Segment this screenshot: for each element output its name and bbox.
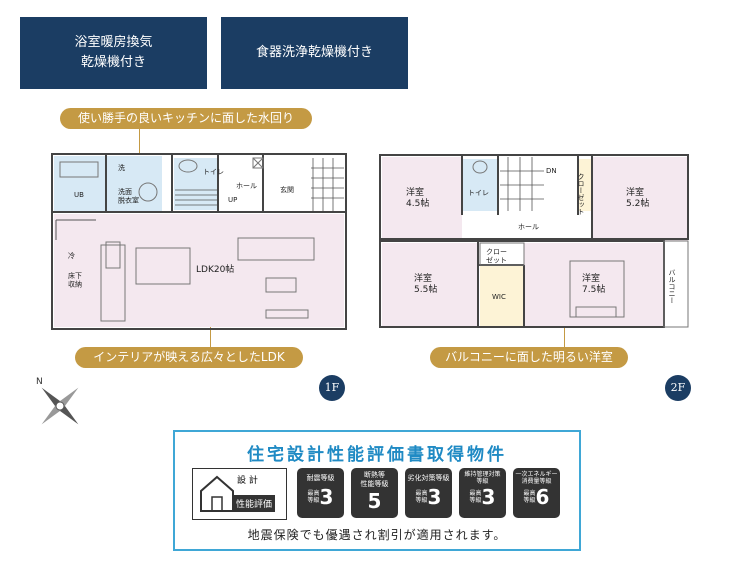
callout-balcony: バルコニーに面した明るい洋室	[430, 347, 628, 368]
badge-seismic-name: 耐震等級	[306, 474, 335, 482]
logo-top-text: 設 計	[237, 476, 258, 486]
callout-balcony-leader	[564, 318, 565, 348]
room-toilet-2f: トイレ	[468, 189, 489, 197]
badge-energy-name: 一次エネルギー 消費量等級	[515, 471, 558, 485]
badge-maintenance-value: 3	[481, 485, 496, 509]
room-ub: UB	[74, 191, 84, 199]
logo-bottom-text: 性能評価	[233, 495, 276, 512]
performance-panel: 住宅設計性能評価書取得物件 設 計 性能評価 耐震等級 最高 等級 3 断熱等 …	[173, 430, 581, 551]
underfloor-storage: 床下収納	[68, 271, 82, 288]
stairs-up-label: UP	[228, 196, 237, 204]
badge-deterioration-sub: 最高 等級	[415, 490, 428, 504]
badge-seismic-value: 3	[319, 485, 334, 509]
badge-maintenance: 維持管理対策 等級 最高 等級 3	[459, 468, 506, 518]
room-hall-2f: ホール	[518, 223, 539, 231]
callout-kitchen-leader	[139, 129, 140, 153]
room-washroom: 洗面脱衣室	[118, 187, 139, 204]
room-entrance: 玄関	[280, 185, 294, 194]
badge-seismic-sub: 最高 等級	[307, 490, 320, 504]
house-icon	[200, 475, 234, 512]
badge-energy: 一次エネルギー 消費量等級 最高 等級 6	[513, 468, 560, 518]
floor-plan-1f: UB 洗 洗面脱衣室 トイレ ホール UP 玄関 LDK20帖 床下収納 冷	[51, 153, 347, 330]
closet-2: クローゼット	[486, 248, 507, 264]
badge-deterioration-name: 劣化対策等級	[407, 474, 450, 482]
room-wic: WIC	[492, 293, 506, 301]
fridge-label: 冷	[68, 251, 75, 260]
feature-bath-dryer: 浴室暖房換気 乾燥機付き	[20, 17, 207, 89]
badge-seismic: 耐震等級 最高 等級 3	[297, 468, 344, 518]
compass-north: N	[36, 377, 43, 387]
feature-dishwasher: 食器洗浄乾燥機付き	[221, 17, 408, 89]
room-hall-1f: ホール	[236, 182, 257, 190]
badge-deterioration: 劣化対策等級 最高 等級 3	[405, 468, 452, 518]
performance-logo: 設 計 性能評価	[192, 468, 287, 520]
badge-energy-sub: 最高 等級	[523, 490, 536, 504]
badge-maintenance-sub: 最高 等級	[469, 490, 482, 504]
badge-insulation-value: 5	[367, 489, 382, 513]
closet-1: クローゼット	[577, 173, 585, 215]
floor-badge-1f: 1F	[319, 375, 345, 401]
room-toilet-1f: トイレ	[203, 168, 224, 176]
stairs-down-label: DN	[546, 167, 557, 175]
compass-icon: N	[36, 377, 79, 425]
badge-insulation-name: 断熱等 性能等級	[360, 471, 389, 488]
badge-deterioration-value: 3	[427, 485, 442, 509]
badge-insulation: 断熱等 性能等級 5	[351, 468, 398, 518]
room-ldk: LDK20帖	[196, 263, 234, 275]
callout-ldk-leader	[210, 318, 211, 348]
wash-machine-label: 洗	[118, 163, 125, 172]
performance-footer: 地震保険でも優遇され割引が適用されます。	[247, 528, 507, 542]
room-balcony: バルコニー	[668, 269, 676, 304]
callout-ldk: インテリアが映える広々としたLDK	[75, 347, 303, 368]
badge-maintenance-name: 維持管理対策 等級	[464, 471, 501, 485]
performance-title: 住宅設計性能評価書取得物件	[247, 445, 507, 465]
floor-badge-2f: 2F	[665, 375, 691, 401]
callout-kitchen: 使い勝手の良いキッチンに面した水回り	[60, 108, 312, 129]
badge-energy-value: 6	[535, 485, 550, 509]
